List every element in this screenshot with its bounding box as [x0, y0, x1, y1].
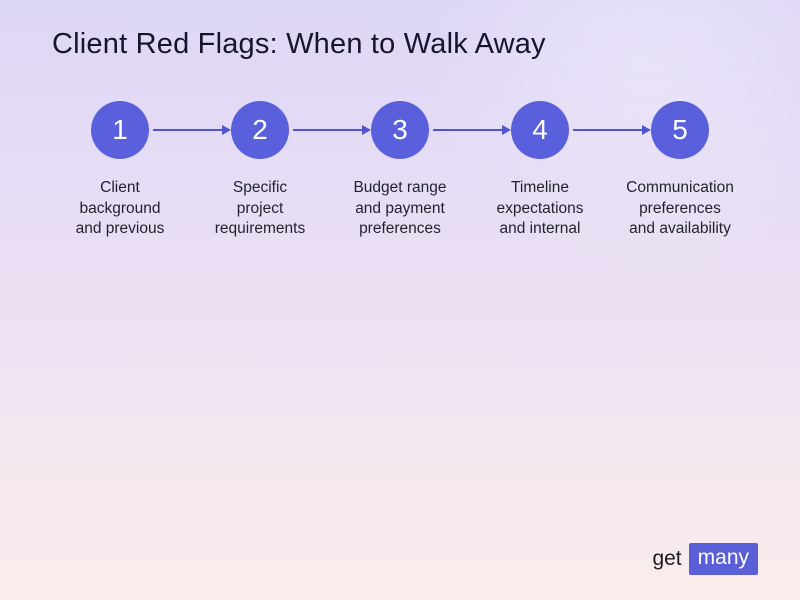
step-label-4: Timeline expectations and internal [496, 179, 584, 237]
step-label-3: Budget range and payment preferences [353, 179, 447, 237]
arrow-icon-2 [293, 125, 371, 135]
step-circle-2: 2 [231, 101, 289, 159]
step-circle-4: 4 [511, 101, 569, 159]
step-number-5: 5 [672, 114, 688, 145]
step-label-1: Client background and previous [75, 179, 165, 237]
arrow-icon-4 [573, 125, 651, 135]
arrow-icon-1 [153, 125, 231, 135]
getmany-logo: get many [652, 543, 758, 575]
arrow-icon-3 [433, 125, 511, 135]
step-number-4: 4 [532, 114, 548, 145]
step-number-3: 3 [392, 114, 408, 145]
logo-badge-many: many [688, 543, 758, 575]
step-number-1: 1 [112, 114, 128, 145]
logo-text-get: get [652, 547, 682, 570]
step-circle-3: 3 [371, 101, 429, 159]
page-title: Client Red Flags: When to Walk Away [52, 28, 546, 60]
step-label-2: Specific project requirements [214, 179, 306, 237]
step-number-2: 2 [252, 114, 268, 145]
step-circle-1: 1 [91, 101, 149, 159]
step-label-5: Communication preferences and availabili… [626, 179, 734, 237]
step-circle-5: 5 [651, 101, 709, 159]
